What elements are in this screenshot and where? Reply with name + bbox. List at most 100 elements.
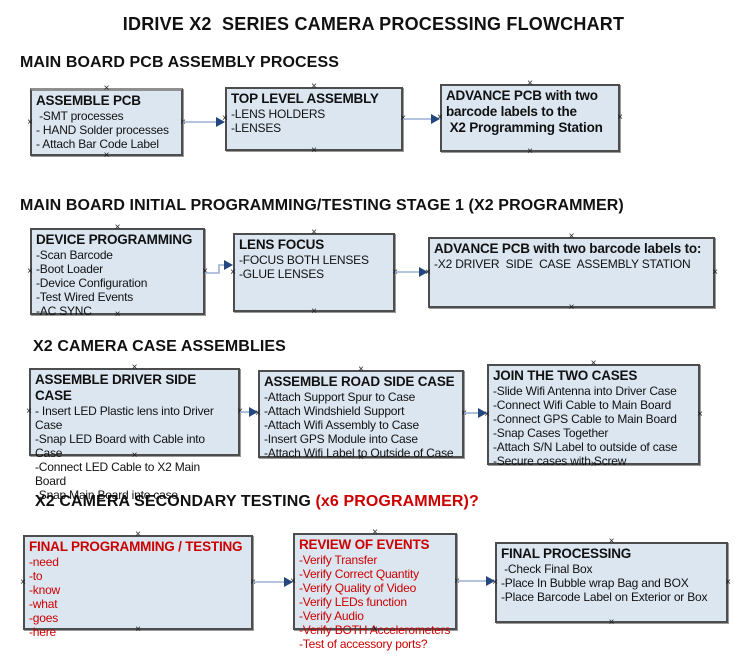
connection-handle-icon: × <box>103 83 110 94</box>
flow-arrow <box>464 408 487 418</box>
box-item: -Device Configuration <box>36 276 148 290</box>
box-item: -Place In Bubble wrap Bag and BOX <box>501 576 689 590</box>
box-items: -Scan Barcode-Boot Loader-Device Configu… <box>36 248 199 318</box>
box-item: -Snap Cases Together <box>493 426 609 440</box>
box-item: -Verify Correct Quantity <box>299 567 419 581</box>
connection-handle-icon: × <box>527 146 533 157</box>
connection-handle-icon: × <box>608 536 615 547</box>
flow-box-assemble-pcb: ASSEMBLE PCB -SMT processes- HAND Solder… <box>27 83 186 161</box>
box-title: FINAL PROCESSING <box>501 546 632 561</box>
box-item: -FOCUS BOTH LENSES <box>239 253 369 267</box>
connection-handle-icon: × <box>311 227 317 238</box>
box-title: LENS FOCUS <box>239 237 325 252</box>
box-item: -Check Final Box <box>501 562 593 576</box>
box-item: -Secure cases with Screw <box>493 454 627 468</box>
box-item: -Place Barcode Label on Exterior or Box <box>501 590 708 604</box>
box-items: -SMT processes- HAND Solder processes- A… <box>36 109 177 151</box>
box-items: -Verify Transfer-Verify Correct Quantity… <box>299 553 451 651</box>
box-title: TOP LEVEL ASSEMBLY <box>231 91 379 106</box>
flow-arrow <box>403 114 440 124</box>
connection-handle-icon: × <box>568 231 575 242</box>
box-item: -Snap LED Board with Cable into Case <box>35 432 209 460</box>
box-item: -SMT processes <box>36 109 124 123</box>
connection-handle-icon: × <box>103 150 110 161</box>
flow-box-lens-focus: LENS FOCUS -FOCUS BOTH LENSES-GLUE LENSE… <box>230 228 398 317</box>
flow-arrow <box>253 577 293 587</box>
box-item: -Verify Audio <box>299 609 364 623</box>
page-title: IDRIVE X2 SERIES CAMERA PROCESSING FLOWC… <box>122 14 625 34</box>
box-item: -Verify LEDs function <box>299 595 407 609</box>
connection-handle-icon: × <box>26 406 32 417</box>
flow-box-device-programming: DEVICE PROGRAMMING -Scan Barcode-Boot Lo… <box>27 223 208 320</box>
flow-arrow <box>395 267 428 277</box>
connection-handle-icon: × <box>608 617 615 628</box>
section-heading-secondary-testing: X2 CAMERA SECONDARY TESTING (x6 PROGRAMM… <box>35 493 479 511</box>
connection-handle-icon: × <box>311 81 317 92</box>
box-items: -Check Final Box-Place In Bubble wrap Ba… <box>501 562 722 604</box>
connection-handle-icon: × <box>311 145 317 156</box>
box-item: -what <box>29 597 58 611</box>
box-item: -Scan Barcode <box>36 248 113 262</box>
box-item: -need <box>29 555 59 569</box>
flow-box-join-the-two-cases: JOIN THE TWO CASES -Slide Wifi Antenna i… <box>484 359 703 470</box>
box-item: -Test Wired Events <box>36 290 134 304</box>
box-item: -GLUE LENSES <box>239 267 324 281</box>
box-item: - HAND Solder processes <box>36 123 169 137</box>
box-item: -Connect Wifi Cable to Main Board <box>493 398 672 412</box>
flow-arrow <box>240 407 258 417</box>
flow-box-final-programming-testing: FINAL PROGRAMMING / TESTING -need-to-kno… <box>20 530 256 640</box>
connection-handle-icon: × <box>712 266 718 278</box>
box-items: -LENS HOLDERS-LENSES <box>231 107 397 135</box>
box-item: -goes <box>29 611 59 625</box>
box-item: -Snap Main Board into case <box>35 488 178 502</box>
flow-box-advance-pcb-driver-side-station: ADVANCE PCB with two barcode labels to: … <box>425 232 718 313</box>
box-item: -Test of accessory ports? <box>299 637 428 651</box>
box-items: - Insert LED Plastic lens into Driver Ca… <box>35 404 234 502</box>
box-item: -know <box>29 583 61 597</box>
section-heading-black-part: X2 CAMERA SECONDARY TESTING <box>35 493 316 510</box>
flow-box-advance-pcb-programming-station: ADVANCE PCB with two barcode labels to t… <box>437 79 623 157</box>
box-item: -Slide Wifi Antenna into Driver Case <box>493 384 677 398</box>
connection-handle-icon: × <box>27 116 33 128</box>
box-title: ASSEMBLE DRIVER SIDE CASE <box>35 372 200 403</box>
box-item: -Attach Windshield Support <box>264 404 405 418</box>
box-item: -Connect GPS Cable to Main Board <box>493 412 677 426</box>
box-item: -Attach S/N Label to outside of case <box>493 440 678 454</box>
box-item: -Connect LED Cable to X2 Main Board <box>35 460 204 488</box>
connection-handle-icon: × <box>617 112 623 123</box>
box-items: -need-to-know-what-goes-here <box>29 555 247 639</box>
box-title: ADVANCE PCB with two barcode labels to: <box>434 241 702 256</box>
box-title: FINAL PROGRAMMING / TESTING <box>29 539 243 554</box>
box-title: DEVICE PROGRAMMING <box>36 232 193 247</box>
connection-handle-icon: × <box>135 529 141 540</box>
connection-handle-icon: × <box>114 222 121 233</box>
flow-arrow <box>205 260 233 274</box>
connection-handle-icon: × <box>27 265 33 277</box>
section-heading-pcb-assembly: MAIN BOARD PCB ASSEMBLY PROCESS <box>20 54 339 71</box>
box-title: REVIEW OF EVENTS <box>299 537 430 552</box>
box-item: -Attach Wifi Label to Outside of Case <box>264 446 454 460</box>
box-item: -Insert GPS Module into Case <box>264 432 418 446</box>
connection-handle-icon: × <box>725 576 731 588</box>
box-item: -LENSES <box>231 121 281 135</box>
flow-box-assemble-driver-side-case: ASSEMBLE DRIVER SIDE CASE - Insert LED P… <box>26 363 243 503</box>
box-title: JOIN THE TWO CASES <box>493 368 638 383</box>
connection-handle-icon: × <box>358 364 364 375</box>
connection-handle-icon: × <box>131 362 138 373</box>
section-heading-case-assemblies: X2 CAMERA CASE ASSEMBLIES <box>33 338 286 355</box>
box-items: -Attach Support Spur to Case-Attach Wind… <box>264 390 458 460</box>
flow-box-final-processing: FINAL PROCESSING -Check Final Box-Place … <box>492 537 731 628</box>
connection-handle-icon: × <box>372 527 378 538</box>
connection-handle-icon: × <box>697 408 703 420</box>
box-title: ASSEMBLE ROAD SIDE CASE <box>264 374 455 389</box>
box-items: -FOCUS BOTH LENSES-GLUE LENSES <box>239 253 389 281</box>
connection-handle-icon: × <box>590 358 597 369</box>
connection-handle-icon: × <box>20 576 26 588</box>
box-item: -Verify BOTH Accelerometers <box>299 623 451 637</box>
flow-box-review-of-events: REVIEW OF EVENTS -Verify Transfer-Verify… <box>290 528 460 652</box>
box-items: -X2 DRIVER SIDE CASE ASSEMBLY STATION <box>434 257 709 271</box>
box-item: -Attach Support Spur to Case <box>264 390 416 404</box>
box-item: -Boot Loader <box>36 262 103 276</box>
box-item: -Attach Wifi Assembly to Case <box>264 418 419 432</box>
